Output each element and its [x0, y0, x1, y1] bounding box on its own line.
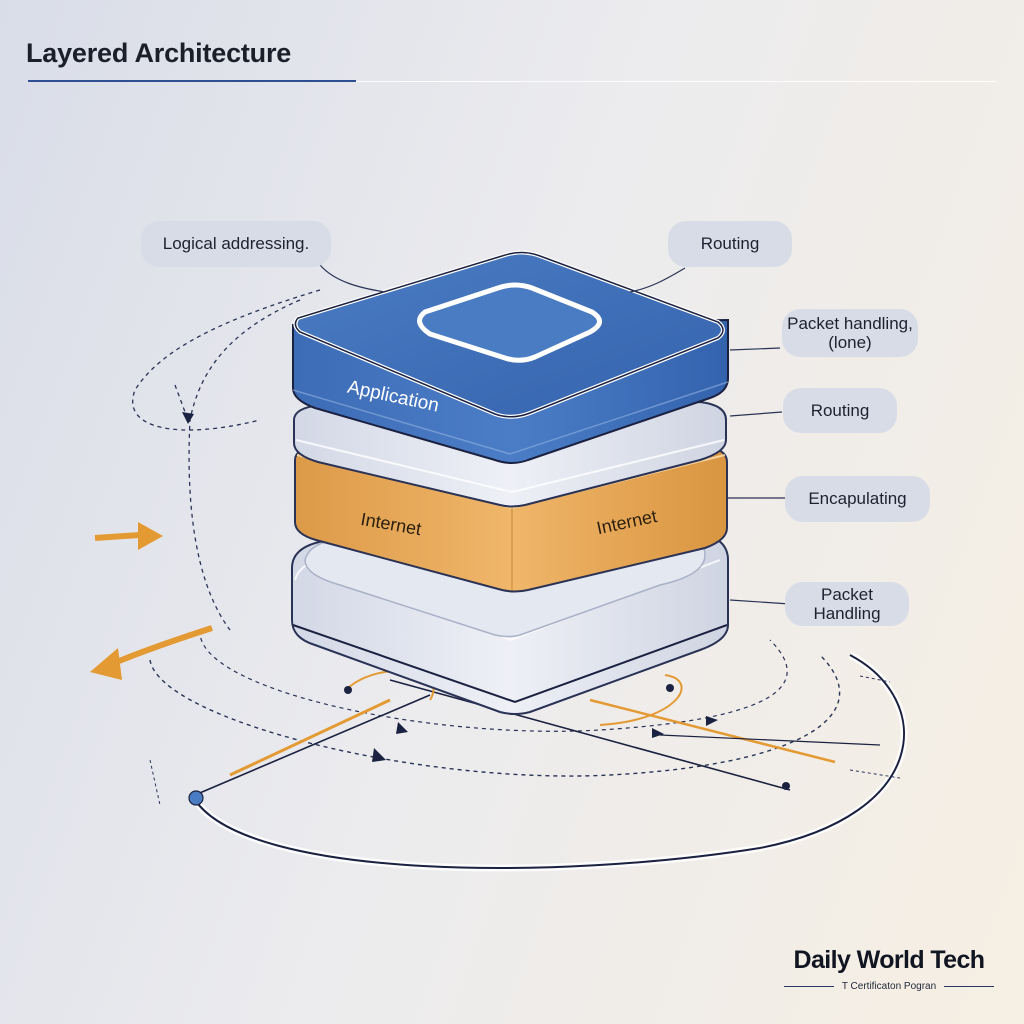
left-flow-arrowhead	[182, 412, 194, 424]
callout-leaders	[319, 264, 791, 605]
brand-subtitle: T Certificaton Pogran	[841, 981, 937, 992]
callout-encapsulating: Encapulating	[785, 476, 930, 522]
ground-rings	[149, 629, 908, 872]
callout-routing-top: Routing	[668, 221, 792, 267]
brand-block: Daily World Tech T Certificaton Pogran	[784, 946, 994, 992]
brand-rule-left	[784, 985, 834, 988]
orange-arrow-left	[90, 625, 213, 680]
orange-arrow-right	[94, 522, 163, 550]
callout-packet-handling: Packet Handling	[785, 582, 909, 626]
page-title: Layered Architecture	[26, 38, 292, 68]
right-dashed-marks	[149, 675, 901, 806]
callout-routing-mid: Routing	[783, 388, 897, 433]
connection-lines	[188, 669, 881, 806]
callout-packet-handling-lone: Packet handling, (lone)	[782, 309, 918, 357]
brand-rule-right	[944, 985, 994, 988]
callout-logical-addressing: Logical addressing.	[141, 221, 331, 267]
application-layer	[292, 250, 729, 464]
brand-subtitle-row: T Certificaton Pogran	[784, 981, 994, 992]
title-rule	[356, 80, 996, 82]
brand-name: Daily World Tech	[793, 946, 986, 974]
title-underline	[28, 80, 356, 82]
